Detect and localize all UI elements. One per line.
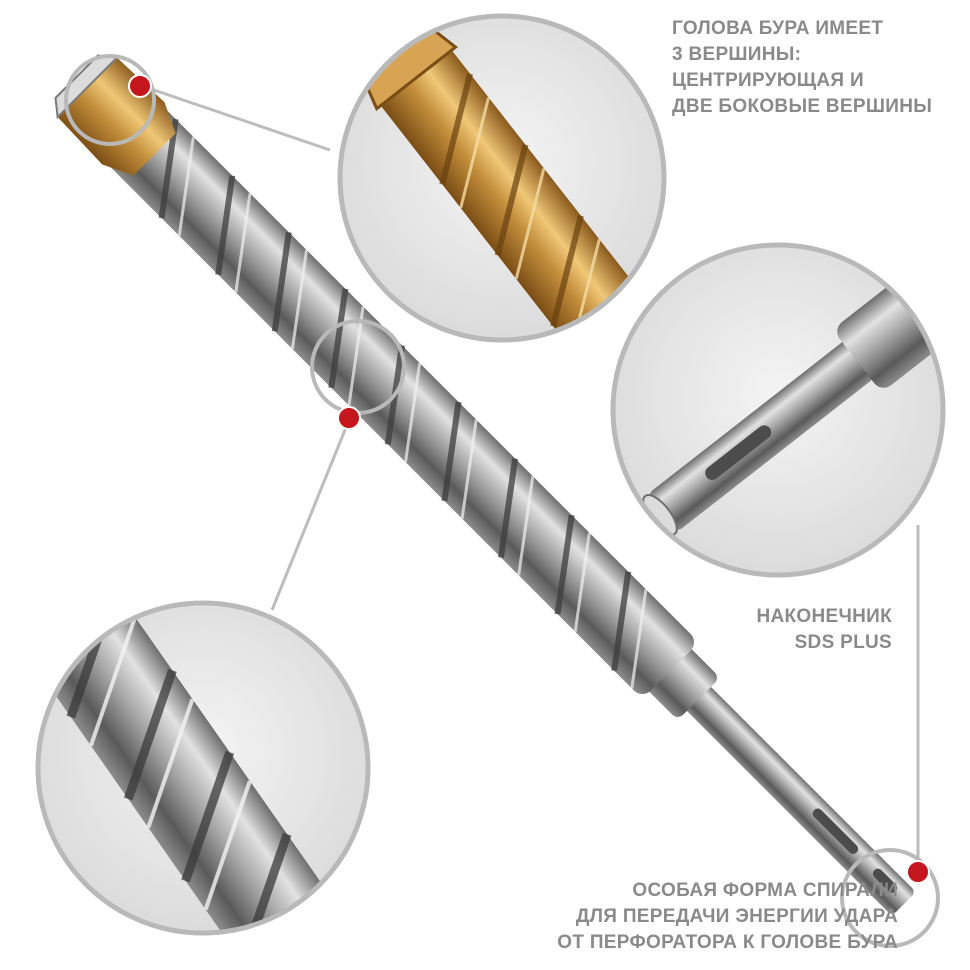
shank-groove [872, 868, 898, 893]
caption-line: SDS PLUS [794, 632, 892, 653]
shank-closeup-lens [610, 242, 946, 578]
head-closeup-lens [337, 13, 667, 343]
spiral-closeup-lens [35, 600, 371, 936]
caption-line: ДЛЯ ПЕРЕДАЧИ ЭНЕРГИИ УДАРА [575, 906, 898, 927]
head-marker-dot [128, 74, 152, 98]
shank-highlight-ring [840, 848, 940, 948]
caption-line: ОСОБАЯ ФОРМА СПИРАЛИ [632, 880, 898, 901]
callout-connectors [147, 86, 920, 868]
spiral-caption: ОСОБАЯ ФОРМА СПИРАЛИ ДЛЯ ПЕРЕДАЧИ ЭНЕРГИ… [557, 878, 898, 956]
caption-line: ОТ ПЕРФОРАТОРА К ГОЛОВЕ БУРА [557, 932, 898, 953]
caption-line: ЦЕНТРИРУЮЩАЯ И [672, 70, 864, 91]
tip-highlight-ring [64, 54, 156, 146]
shank-caption: НАКОНЕЧНИК SDS PLUS [756, 604, 892, 656]
shank-marker-dot [906, 860, 930, 884]
spiral-marker-dot [337, 406, 361, 430]
drill-shank [682, 682, 914, 914]
caption-line: ДВЕ БОКОВЫЕ ВЕРШИНЫ [672, 96, 933, 117]
caption-line: ГОЛОВА БУРА ИМЕЕТ [672, 18, 884, 39]
head-caption: ГОЛОВА БУРА ИМЕЕТ 3 ВЕРШИНЫ: ЦЕНТРИРУЮЩА… [672, 16, 932, 120]
caption-line: 3 ВЕРШИНЫ: [672, 44, 802, 65]
caption-line: НАКОНЕЧНИК [756, 606, 892, 627]
drill-collar [645, 645, 717, 717]
shank-groove [812, 808, 859, 854]
drill-body [102, 102, 694, 694]
